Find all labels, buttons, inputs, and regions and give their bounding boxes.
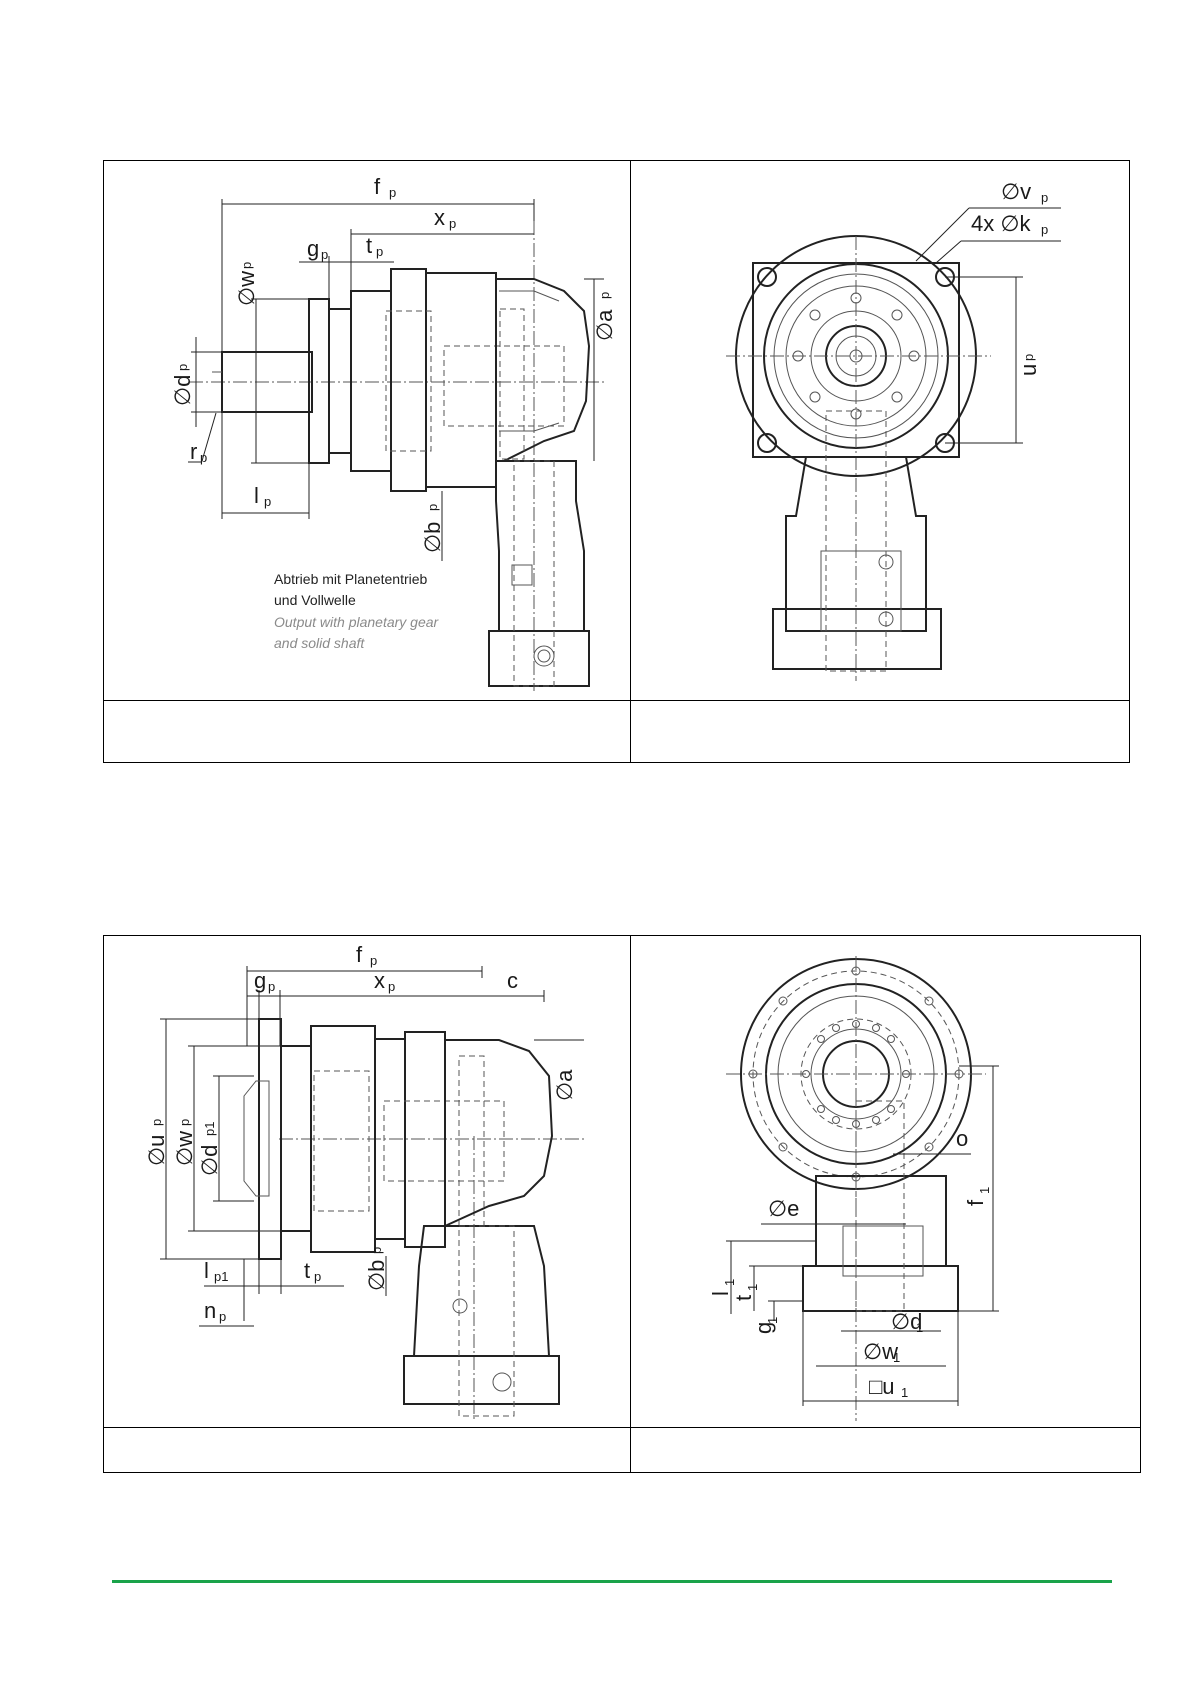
top-front-v-sub: p xyxy=(1041,190,1048,205)
top-side-x-label: x xyxy=(434,205,445,230)
top-side-f-sub: p xyxy=(389,185,396,200)
bottom-side-x-sub: p xyxy=(388,979,395,994)
bottom-side-g-sub: p xyxy=(268,979,275,994)
top-side-g-label: g xyxy=(307,236,319,261)
bottom-front-view-drawing: o f 1 ∅e l 1 t 1 g 1 ∅d 1 ∅w 1 xyxy=(631,936,1140,1427)
bottom-side-n-label: n xyxy=(204,1298,216,1323)
bottom-front-o-label: o xyxy=(956,1126,968,1151)
top-side-b-sub: p xyxy=(425,504,440,511)
top-footer-row xyxy=(104,700,1129,701)
top-drawing-panel: f p x p g p t p ∅w p ∅d p r p xyxy=(103,160,1130,763)
bottom-drawing-panel: f p g p x p c ∅u p ∅w p ∅d p1 ∅a xyxy=(103,935,1141,1473)
bottom-side-u-label: ∅u xyxy=(144,1135,169,1166)
bottom-side-w-sub: p xyxy=(177,1119,192,1126)
bottom-side-c-label: c xyxy=(507,968,518,993)
top-side-d-label: ∅d xyxy=(170,375,195,406)
bottom-front-u-sub: 1 xyxy=(901,1385,908,1400)
bottom-front-f-sub: 1 xyxy=(977,1187,992,1194)
top-side-t-label: t xyxy=(366,233,372,258)
top-side-t-sub: p xyxy=(376,244,383,259)
top-front-u-label: u xyxy=(1016,364,1041,376)
top-side-w-label: ∅w xyxy=(234,271,259,306)
top-side-view-drawing: f p x p g p t p ∅w p ∅d p r p xyxy=(104,161,630,700)
bottom-side-b-sub: p xyxy=(369,1247,384,1254)
bottom-front-f-label: f xyxy=(963,1199,988,1206)
top-side-l-sub: p xyxy=(264,494,271,509)
top-caption-de-line2: und Vollwelle xyxy=(274,592,356,608)
bottom-side-f-label: f xyxy=(356,942,363,967)
top-front-k-label: 4x ∅k xyxy=(971,211,1032,236)
bottom-side-g-label: g xyxy=(254,968,266,993)
top-caption-en-line1: Output with planetary gear xyxy=(274,614,440,630)
bottom-side-a-label: ∅a xyxy=(552,1069,577,1101)
bottom-front-u-label: □u xyxy=(869,1374,895,1399)
top-side-b-label: ∅b xyxy=(420,522,445,553)
bottom-side-w-label: ∅w xyxy=(172,1131,197,1166)
top-front-view-drawing: ∅v p 4x ∅k p u p xyxy=(631,161,1129,700)
bottom-side-f-sub: p xyxy=(370,953,377,968)
bottom-side-l-label: l xyxy=(204,1258,209,1283)
bottom-front-g-sub: 1 xyxy=(765,1317,780,1324)
bottom-front-w-sub: 1 xyxy=(893,1350,900,1365)
bottom-front-l-sub: 1 xyxy=(722,1279,737,1286)
top-side-x-sub: p xyxy=(449,216,456,231)
top-caption-de-line1: Abtrieb mit Planetentrieb xyxy=(274,571,428,587)
top-side-l-label: l xyxy=(254,483,259,508)
top-front-v-label: ∅v xyxy=(1001,179,1031,204)
bottom-side-d-label: ∅d xyxy=(197,1145,222,1176)
bottom-front-l-label: l xyxy=(708,1291,733,1296)
top-side-w-sub: p xyxy=(239,262,254,269)
bottom-footer-row xyxy=(104,1427,1140,1428)
bottom-side-d-sub: p1 xyxy=(202,1122,217,1136)
bottom-side-u-sub: p xyxy=(149,1119,164,1126)
bottom-front-e-label: ∅e xyxy=(768,1196,799,1221)
top-side-f-label: f xyxy=(374,174,381,199)
bottom-front-t-label: t xyxy=(731,1295,756,1301)
bottom-side-view-drawing: f p g p x p c ∅u p ∅w p ∅d p1 ∅a xyxy=(104,936,630,1427)
bottom-side-t-sub: p xyxy=(314,1269,321,1284)
bottom-side-b-label: ∅b xyxy=(364,1260,389,1291)
top-side-g-sub: p xyxy=(321,247,328,262)
top-side-a-label: ∅a xyxy=(592,309,617,341)
top-side-r-label: r xyxy=(190,439,197,464)
bottom-front-d-sub: 1 xyxy=(916,1320,923,1335)
top-side-d-sub: p xyxy=(175,364,190,371)
top-front-k-sub: p xyxy=(1041,222,1048,237)
top-side-a-sub: p xyxy=(597,292,612,299)
top-caption-en-line2: and solid shaft xyxy=(274,635,365,651)
top-front-u-sub: p xyxy=(1021,354,1036,361)
bottom-side-n-sub: p xyxy=(219,1309,226,1324)
bottom-side-t-label: t xyxy=(304,1258,310,1283)
bottom-front-t-sub: 1 xyxy=(745,1284,760,1291)
bottom-side-x-label: x xyxy=(374,968,385,993)
footer-accent-line xyxy=(112,1580,1112,1583)
top-side-r-sub: p xyxy=(200,450,207,465)
bottom-side-l-sub: p1 xyxy=(214,1269,228,1284)
